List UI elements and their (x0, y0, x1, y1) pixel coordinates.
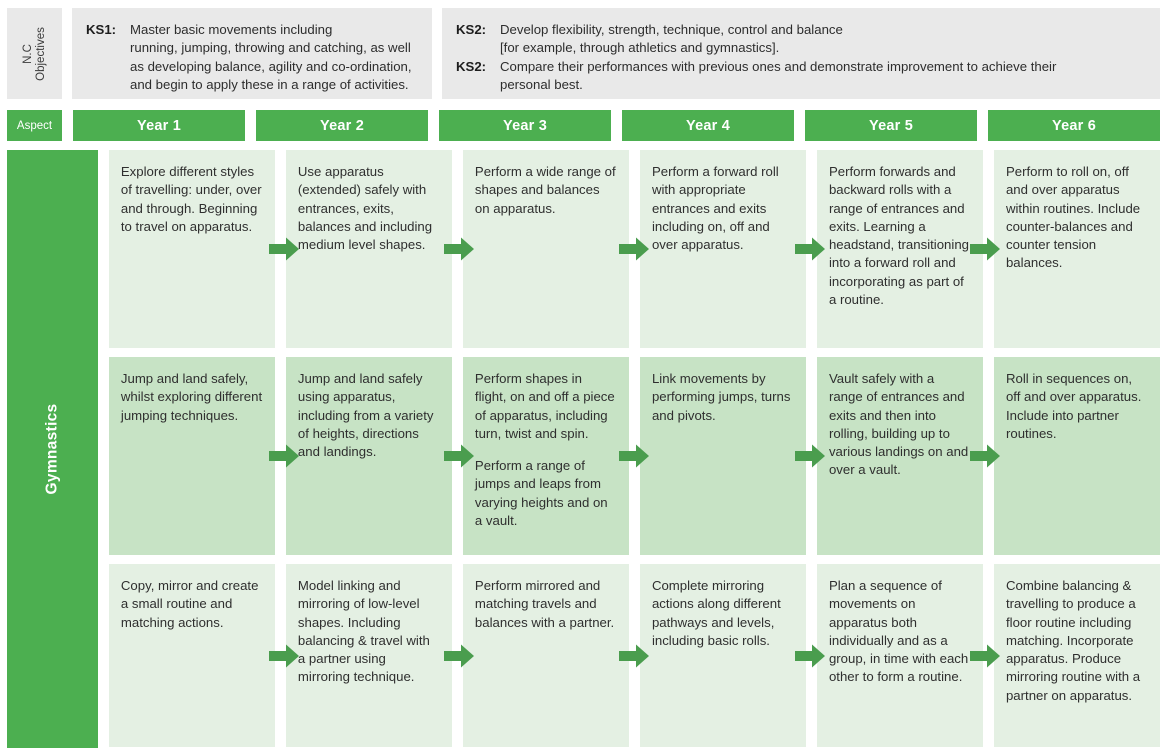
cell-row2-year5[interactable]: Vault safely with a range of entrances a… (816, 357, 983, 555)
header-year-6[interactable]: Year 6 (988, 110, 1160, 141)
cell-row3-year1[interactable]: Copy, mirror and create a small routine … (108, 564, 275, 747)
nc-objectives-label-cell: N.C Objectives (7, 8, 62, 99)
progression-row-2: Jump and land safely, whilst exploring d… (108, 357, 1160, 555)
cell-paragraph: Perform shapes in flight, on and off a p… (474, 371, 615, 441)
nc-objectives-label-line-2: Objectives (34, 26, 47, 81)
cell-row3-year3[interactable]: Perform mirrored and matching travels an… (462, 564, 629, 747)
cell-row3-year2[interactable]: Model linking and mirroring of low-level… (285, 564, 452, 747)
ks1-tag: KS1: (86, 22, 117, 37)
nc-objectives-label-line-1: N.C (21, 43, 34, 64)
cell-row3-year4[interactable]: Complete mirroring actions along differe… (639, 564, 806, 747)
cell-row2-year1[interactable]: Jump and land safely, whilst exploring d… (108, 357, 275, 555)
ks2-objective-row-2: KS2: Compare their performances with pre… (456, 58, 1146, 95)
cell-row1-year2[interactable]: Use apparatus (extended) safely with ent… (285, 150, 452, 348)
cell-row2-year6[interactable]: Roll in sequences on, off and over appar… (993, 357, 1160, 555)
cell-paragraph: Complete mirroring actions along differe… (651, 578, 781, 648)
cell-paragraph: Plan a sequence of movements on apparatu… (828, 578, 969, 685)
ks2-objective-row-1: KS2: Develop flexibility, strength, tech… (456, 21, 1146, 58)
cell-paragraph: Perform a wide range of shapes and balan… (474, 164, 616, 216)
ks2-text-2: Compare their performances with previous… (500, 58, 1146, 95)
progression-body: Gymnastics Explore different styles of t… (7, 150, 1160, 748)
cell-row1-year5[interactable]: Perform forwards and backward rolls with… (816, 150, 983, 348)
ks2-r2-line-2: personal best. (500, 77, 583, 93)
cell-row2-year3[interactable]: Perform shapes in flight, on and off a p… (462, 357, 629, 555)
cell-row2-year4[interactable]: Link movements by performing jumps, turn… (639, 357, 806, 555)
cell-paragraph: Link movements by performing jumps, turn… (651, 371, 791, 423)
ks2-tag-2: KS2: (456, 58, 487, 74)
ks1-objectives-box: KS1: Master basic movements including ru… (72, 8, 432, 99)
header-year-4[interactable]: Year 4 (622, 110, 794, 141)
ks2-tag-1: KS2: (456, 22, 487, 37)
progression-row-3: Copy, mirror and create a small routine … (108, 564, 1160, 747)
ks1-objective-row: KS1: Master basic movements including ru… (86, 21, 418, 95)
cell-paragraph: Jump and land safely using apparatus, in… (297, 371, 434, 460)
cell-paragraph: Combine balancing & travelling to produc… (1005, 578, 1141, 703)
cell-row1-year1[interactable]: Explore different styles of travelling: … (108, 150, 275, 348)
ks2-r1-line-2: [for example, through athletics and gymn… (500, 40, 780, 56)
cell-row3-year6[interactable]: Combine balancing & travelling to produc… (993, 564, 1160, 747)
cell-paragraph: Copy, mirror and create a small routine … (120, 578, 259, 630)
progression-grid: Explore different styles of travelling: … (108, 150, 1160, 748)
ks2-text-1: Develop flexibility, strength, technique… (500, 21, 1146, 58)
header-aspect-chip[interactable]: Aspect (7, 110, 62, 141)
ks1-text: Master basic movements including running… (130, 21, 418, 95)
header-year-5[interactable]: Year 5 (805, 110, 977, 141)
cell-paragraph: Use apparatus (extended) safely with ent… (297, 164, 433, 253)
ks1-line-1: Master basic movements including (130, 22, 333, 37)
header-year-1[interactable]: Year 1 (73, 110, 245, 141)
ks2-r1-line-1: Develop flexibility, strength, technique… (500, 22, 843, 37)
cell-paragraph: Vault safely with a range of entrances a… (828, 371, 969, 478)
cell-paragraph: Jump and land safely, whilst exploring d… (120, 371, 263, 423)
cell-row2-year2[interactable]: Jump and land safely using apparatus, in… (285, 357, 452, 555)
header-year-3[interactable]: Year 3 (439, 110, 611, 141)
aspect-gymnastics-bar: Gymnastics (7, 150, 98, 748)
ks2-r2-line-1: Compare their performances with previous… (500, 58, 1057, 74)
cell-paragraph: Perform a range of jumps and leaps from … (474, 458, 608, 529)
ks1-line-2: running, jumping, throwing and catching,… (130, 40, 411, 56)
cell-paragraph: Perform forwards and backward rolls with… (828, 164, 969, 308)
progression-row-1: Explore different styles of travelling: … (108, 150, 1160, 348)
cell-paragraph: Roll in sequences on, off and over appar… (1005, 371, 1142, 441)
cell-row1-year4[interactable]: Perform a forward roll with appropriate … (639, 150, 806, 348)
ks1-line-3: as developing balance, agility and co-or… (130, 58, 412, 74)
aspect-gymnastics-label: Gymnastics (43, 403, 61, 495)
cell-row1-year3[interactable]: Perform a wide range of shapes and balan… (462, 150, 629, 348)
cell-paragraph: Model linking and mirroring of low-level… (297, 578, 430, 685)
ks2-objectives-box: KS2: Develop flexibility, strength, tech… (442, 8, 1160, 99)
cell-paragraph: Explore different styles of travelling: … (120, 164, 262, 234)
cell-row3-year5[interactable]: Plan a sequence of movements on apparatu… (816, 564, 983, 747)
cell-row1-year6[interactable]: Perform to roll on, off and over apparat… (993, 150, 1160, 348)
cell-paragraph: Perform a forward roll with appropriate … (651, 164, 779, 253)
nc-objectives-strip: N.C Objectives KS1: Master basic movemen… (7, 8, 1160, 99)
ks1-line-4: and begin to apply these in a range of a… (130, 77, 409, 93)
cell-paragraph: Perform mirrored and matching travels an… (474, 578, 615, 630)
nc-objectives-label: N.C Objectives (22, 27, 48, 81)
column-header-row: Aspect Year 1 Year 2 Year 3 Year 4 Year … (7, 110, 1160, 141)
cell-paragraph: Perform to roll on, off and over apparat… (1005, 164, 1141, 271)
header-year-2[interactable]: Year 2 (256, 110, 428, 141)
